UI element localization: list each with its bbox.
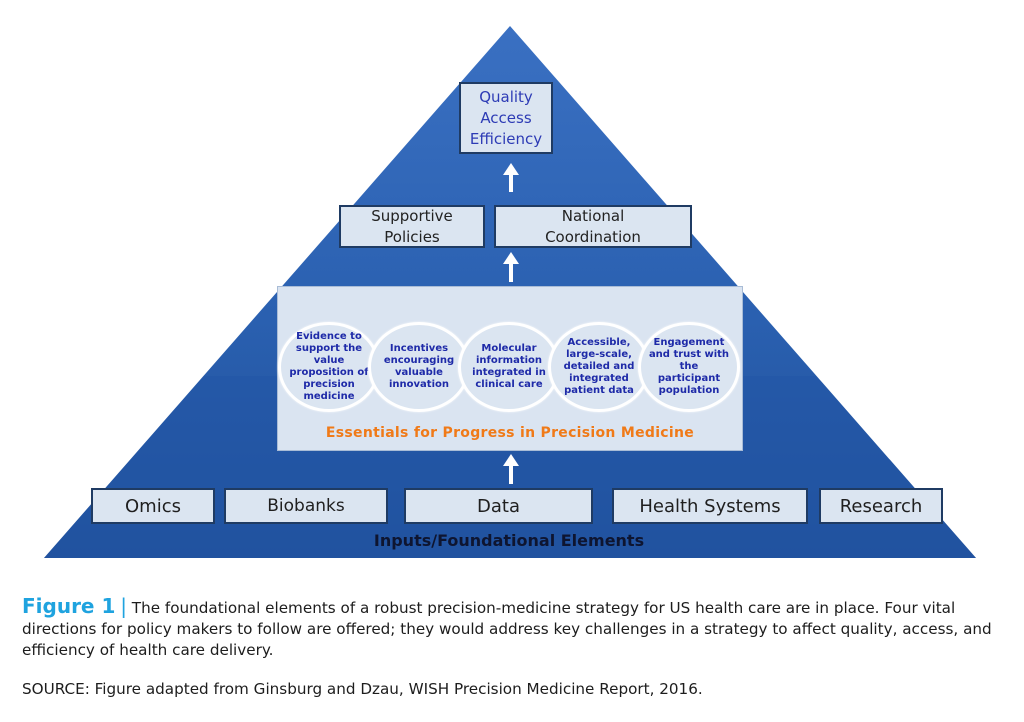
foundation-box-research: Research <box>819 488 943 524</box>
foundation-box-omics: Omics <box>91 488 215 524</box>
box-line: Coordination <box>545 227 641 246</box>
foundation-label: Omics <box>125 495 181 517</box>
essential-text: Engagement and trust with the participan… <box>648 337 730 396</box>
figure-caption: Figure 1 | The foundational elements of … <box>22 596 1007 661</box>
caption-text: The foundational elements of a robust pr… <box>22 599 992 659</box>
outcome-efficiency: Efficiency <box>469 129 543 148</box>
essential-circle: Molecular information integrated in clin… <box>458 322 560 412</box>
national-coordination-box: National Coordination <box>494 205 692 248</box>
foundation-box-health-systems: Health Systems <box>612 488 808 524</box>
outcome-quality: Quality <box>479 87 533 106</box>
foundation-label: Biobanks <box>267 496 345 516</box>
arrow-up-icon <box>503 163 519 192</box>
arrow-up-icon <box>503 454 519 484</box>
figure-source: SOURCE: Figure adapted from Ginsburg and… <box>22 680 703 698</box>
figure-separator: | <box>120 594 127 618</box>
foundation-label: Research <box>839 495 923 517</box>
supportive-policies-box: Supportive Policies <box>339 205 485 248</box>
essentials-title: Essentials for Progress in Precision Med… <box>325 425 695 441</box>
foundation-label: Health Systems <box>639 495 781 517</box>
box-line: Supportive <box>371 206 453 225</box>
foundation-box-data: Data <box>404 488 593 524</box>
essential-text: Accessible, large-scale, detailed and in… <box>563 337 635 396</box>
arrow-up-icon <box>503 252 519 282</box>
foundation-caption: Inputs/Foundational Elements <box>373 531 645 550</box>
box-line: Policies <box>384 227 440 246</box>
box-line: National <box>561 206 625 225</box>
essential-text: Molecular information integrated in clin… <box>472 343 546 390</box>
essential-circle: Accessible, large-scale, detailed and in… <box>548 322 650 412</box>
outcome-access: Access <box>480 108 532 127</box>
foundation-label: Data <box>477 495 520 517</box>
essential-circle: Engagement and trust with the participan… <box>638 322 740 412</box>
outcomes-box: Quality Access Efficiency <box>459 82 553 154</box>
essential-circle: Incentives encouraging valuable innovati… <box>368 322 470 412</box>
essential-text: Evidence to support the value propositio… <box>289 331 369 402</box>
figure-label: Figure 1 <box>22 594 116 618</box>
foundation-box-biobanks: Biobanks <box>224 488 388 524</box>
essential-circle: Evidence to support the value propositio… <box>278 322 380 412</box>
essential-text: Incentives encouraging valuable innovati… <box>383 343 455 390</box>
